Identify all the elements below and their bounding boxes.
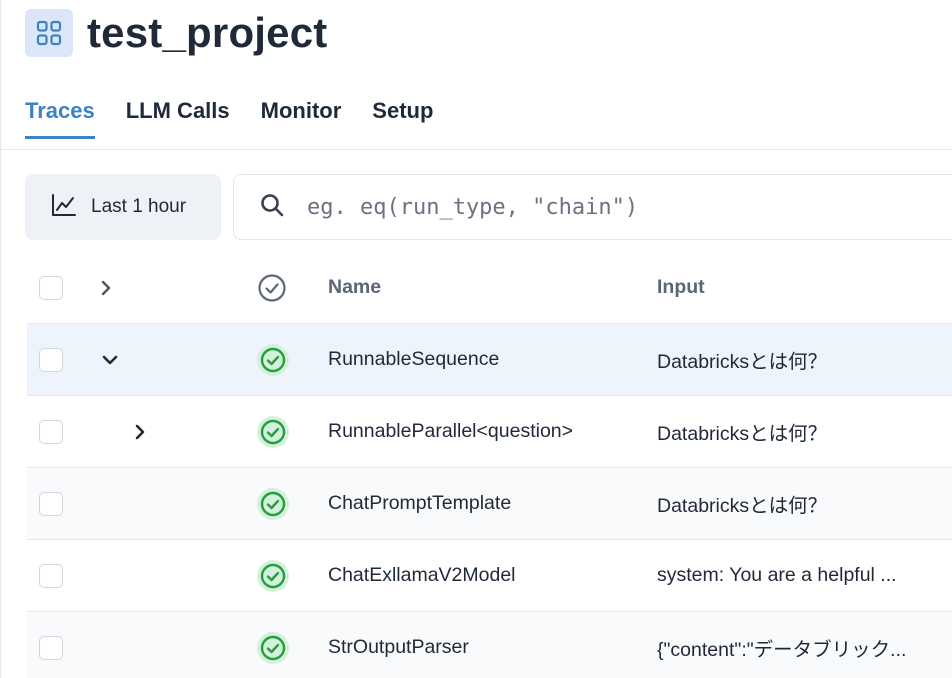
table-header-row: Name Input — [27, 252, 952, 324]
run-name[interactable]: ChatPromptTemplate — [328, 492, 512, 514]
search-box — [233, 174, 952, 240]
time-range-button[interactable]: Last 1 hour — [25, 174, 221, 240]
tab-setup[interactable]: Setup — [372, 98, 434, 123]
search-icon — [259, 192, 285, 223]
grid-icon — [25, 9, 73, 57]
tab-llm-calls[interactable]: LLM Calls — [125, 98, 230, 123]
time-range-label: Last 1 hour — [91, 196, 187, 217]
table-row[interactable]: RunnableSequence Databricksとは何？ — [27, 324, 952, 396]
page-title: test_project — [87, 9, 328, 56]
traces-table: Name Input RunnableSequence Databricksとは… — [27, 252, 952, 678]
run-input: Databricksとは何？ — [657, 495, 828, 517]
tab-bar: Traces LLM Calls Monitor Setup — [25, 98, 464, 139]
run-name[interactable]: RunnableParallel<question> — [328, 420, 574, 442]
run-input: Databricksとは何？ — [657, 351, 828, 373]
chevron-down-icon[interactable] — [101, 324, 119, 395]
success-check-icon — [257, 631, 289, 664]
line-chart-icon — [51, 193, 77, 222]
run-name[interactable]: StrOutputParser — [328, 636, 469, 658]
success-check-icon — [257, 415, 289, 448]
run-input: Databricksとは何？ — [657, 423, 828, 445]
row-checkbox[interactable] — [39, 563, 63, 588]
table-row[interactable]: ChatExllamaV2Model system: You are a hel… — [27, 540, 952, 612]
check-circle-icon — [257, 252, 287, 323]
row-checkbox[interactable] — [39, 347, 63, 372]
table-row[interactable]: ChatPromptTemplate Databricksとは何？ — [27, 468, 952, 540]
search-input[interactable] — [307, 194, 907, 220]
run-input: system: You are a helpful ... — [657, 564, 897, 586]
column-header-input[interactable]: Input — [657, 276, 705, 298]
tab-traces[interactable]: Traces — [25, 98, 95, 139]
tab-monitor[interactable]: Monitor — [260, 98, 342, 123]
column-header-name[interactable]: Name — [328, 276, 382, 298]
success-check-icon — [257, 559, 289, 592]
table-row[interactable]: RunnableParallel<question> Databricksとは何… — [27, 396, 952, 468]
run-name[interactable]: RunnableSequence — [328, 348, 500, 370]
row-checkbox[interactable] — [39, 635, 63, 660]
row-checkbox[interactable] — [39, 419, 63, 444]
left-border — [0, 0, 1, 678]
project-header: test_project — [25, 8, 327, 58]
success-check-icon — [257, 487, 289, 520]
row-checkbox[interactable] — [39, 491, 63, 516]
expand-all-chevron-right-icon[interactable] — [99, 252, 113, 323]
run-input: {"content":"データブリック... — [657, 639, 907, 661]
table-row[interactable]: StrOutputParser {"content":"データブリック... — [27, 612, 952, 678]
select-all-checkbox[interactable] — [39, 275, 63, 300]
run-name[interactable]: ChatExllamaV2Model — [328, 564, 516, 586]
chevron-right-icon[interactable] — [133, 396, 147, 467]
tabs-divider — [0, 149, 952, 150]
success-check-icon — [257, 343, 289, 376]
